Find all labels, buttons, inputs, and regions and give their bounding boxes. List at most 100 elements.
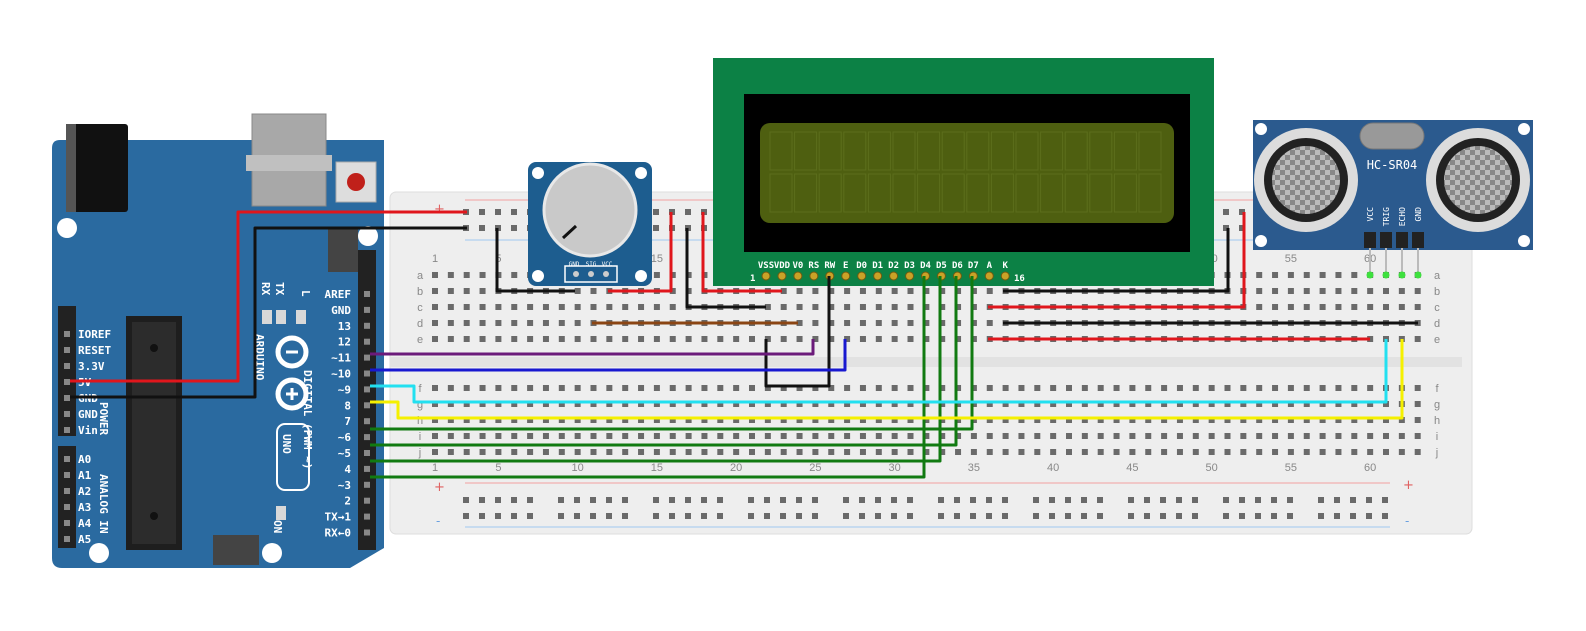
potentiometer[interactable]: GND SIG VCC	[528, 162, 652, 286]
sensor-pin	[1414, 271, 1422, 279]
breadboard-hole	[812, 433, 819, 439]
breadboard-hole	[527, 401, 534, 407]
breadboard-hole	[1351, 385, 1358, 391]
breadboard-hole	[1383, 433, 1389, 439]
rail-hole	[1081, 497, 1087, 503]
analog-pin-label: A3	[78, 501, 91, 514]
rail-hole	[1382, 513, 1388, 519]
breadboard-hole	[1287, 417, 1294, 423]
breadboard-hole	[1272, 288, 1279, 294]
row-letter: e	[1434, 334, 1440, 346]
breadboard-hole	[606, 336, 613, 342]
lcd-char-cell	[1089, 173, 1113, 213]
rail-hole	[511, 497, 517, 503]
analog-pin-label: A2	[78, 485, 91, 498]
lcd-char-cell	[1138, 131, 1162, 171]
rail-hole	[1097, 497, 1103, 503]
breadboard-hole	[859, 288, 866, 294]
breadboard-hole	[463, 449, 470, 455]
breadboard-hole	[574, 304, 581, 310]
breadboard-hole	[685, 336, 692, 342]
breadboard-hole	[1018, 433, 1025, 439]
breadboard-hole	[463, 320, 470, 326]
lcd-char-cell	[1015, 131, 1039, 171]
breadboard-hole	[542, 449, 549, 455]
breadboard-hole	[1081, 417, 1088, 423]
sensor-pin-label: VCC	[1366, 207, 1375, 222]
breadboard-hole	[1066, 385, 1072, 391]
rail-hole	[527, 497, 533, 503]
breadboard-hole	[749, 433, 755, 439]
power-pin-label: Vin	[78, 424, 98, 437]
breadboard-hole	[1002, 433, 1009, 439]
lcd-pin	[809, 271, 819, 281]
breadboard-hole	[1303, 288, 1310, 294]
breadboard-hole	[1113, 449, 1120, 455]
row-letter: h	[1434, 415, 1440, 427]
breadboard-hole	[1383, 417, 1389, 423]
breadboard-hole	[828, 385, 835, 391]
breadboard-hole	[432, 401, 438, 407]
breadboard-hole	[1287, 272, 1294, 278]
breadboard-hole	[685, 401, 692, 407]
breadboard-hole	[1113, 417, 1120, 423]
lcd-pin-label: D2	[888, 261, 899, 271]
rail-hole	[527, 513, 533, 519]
breadboard-hole	[844, 417, 851, 423]
rail-hole	[1176, 513, 1182, 519]
breadboard-hole	[875, 449, 882, 455]
breadboard-hole	[923, 417, 930, 423]
breadboard-hole	[733, 385, 740, 391]
row-letter: d	[417, 318, 423, 330]
rail-hole	[1382, 497, 1388, 503]
breadboard-hole	[1176, 449, 1183, 455]
rail-hole	[970, 513, 976, 519]
breadboard-hole	[463, 385, 470, 391]
breadboard-hole	[527, 385, 534, 391]
breadboard-hole	[1161, 449, 1168, 455]
rail-hole	[1144, 497, 1150, 503]
breadboard-hole	[1414, 385, 1421, 391]
rail-hole	[748, 513, 754, 519]
breadboard-hole	[463, 304, 470, 310]
breadboard-hole	[1398, 449, 1405, 455]
lcd-char-cell	[843, 173, 867, 213]
digital-pin-label: ~6	[338, 431, 352, 444]
rail-hole	[1239, 513, 1245, 519]
lcd-pin	[793, 271, 803, 281]
wires	[70, 210, 1418, 479]
breadboard-hole	[875, 401, 882, 407]
lcd-pin	[905, 271, 915, 281]
digital-pin-label: 4	[344, 463, 351, 476]
breadboard-hole	[701, 417, 708, 423]
lcd-pin-label: D0	[856, 261, 867, 271]
breadboard-hole	[907, 320, 914, 326]
rail-hole	[1318, 497, 1324, 503]
breadboard-hole	[1129, 433, 1136, 439]
sensor-pin	[1366, 271, 1374, 279]
breadboard-hole	[955, 417, 962, 423]
crystal-oscillator	[1359, 122, 1425, 150]
rail-plus-sign-bottom-right: +	[1403, 478, 1414, 493]
breadboard-hole	[669, 449, 676, 455]
analog-pin-label: A4	[78, 517, 92, 530]
breadboard-hole	[733, 417, 740, 423]
breadboard-hole	[1240, 385, 1247, 391]
rail-hole	[938, 513, 944, 519]
breadboard-hole	[1066, 417, 1072, 423]
breadboard-hole	[923, 288, 930, 294]
lcd-char-cell	[794, 131, 818, 171]
digital-pin-label: TX→1	[325, 511, 352, 524]
breadboard-hole	[653, 449, 660, 455]
rail-hole	[1239, 225, 1245, 231]
breadboard-hole	[606, 385, 613, 391]
rail-hole	[843, 513, 849, 519]
pot-knob[interactable]	[542, 162, 638, 258]
breadboard-hole	[1272, 272, 1279, 278]
breadboard-hole	[939, 449, 946, 455]
wire	[988, 212, 1246, 309]
rail-hole	[1033, 513, 1039, 519]
breadboard-hole	[1303, 433, 1310, 439]
breadboard-hole	[1287, 449, 1294, 455]
breadboard-hole	[780, 401, 787, 407]
